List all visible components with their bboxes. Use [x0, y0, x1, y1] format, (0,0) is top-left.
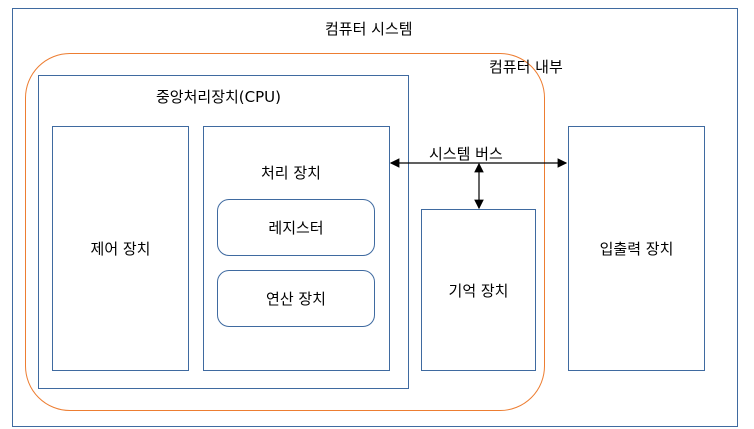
computer-internal-region — [25, 53, 545, 411]
system-bus-label: 시스템 버스 — [429, 145, 503, 163]
processing-unit-label: 처리 장치 — [261, 164, 321, 182]
cpu-title: 중앙처리장치(CPU) — [156, 88, 282, 106]
memory-box: 기억 장치 — [421, 209, 536, 371]
cpu-box — [38, 75, 409, 389]
alu-label: 연산 장치 — [266, 290, 326, 308]
alu-box: 연산 장치 — [217, 270, 375, 327]
computer-system-title: 컴퓨터 시스템 — [325, 20, 413, 38]
register-label: 레지스터 — [268, 219, 324, 237]
computer-system-frame — [12, 8, 738, 427]
control-unit-box: 제어 장치 — [52, 126, 189, 371]
memory-label: 기억 장치 — [448, 281, 509, 300]
control-unit-label: 제어 장치 — [90, 240, 151, 258]
io-label: 입출력 장치 — [599, 240, 674, 258]
computer-internal-title: 컴퓨터 내부 — [489, 58, 563, 76]
register-box: 레지스터 — [217, 199, 375, 256]
io-box: 입출력 장치 — [568, 126, 705, 371]
